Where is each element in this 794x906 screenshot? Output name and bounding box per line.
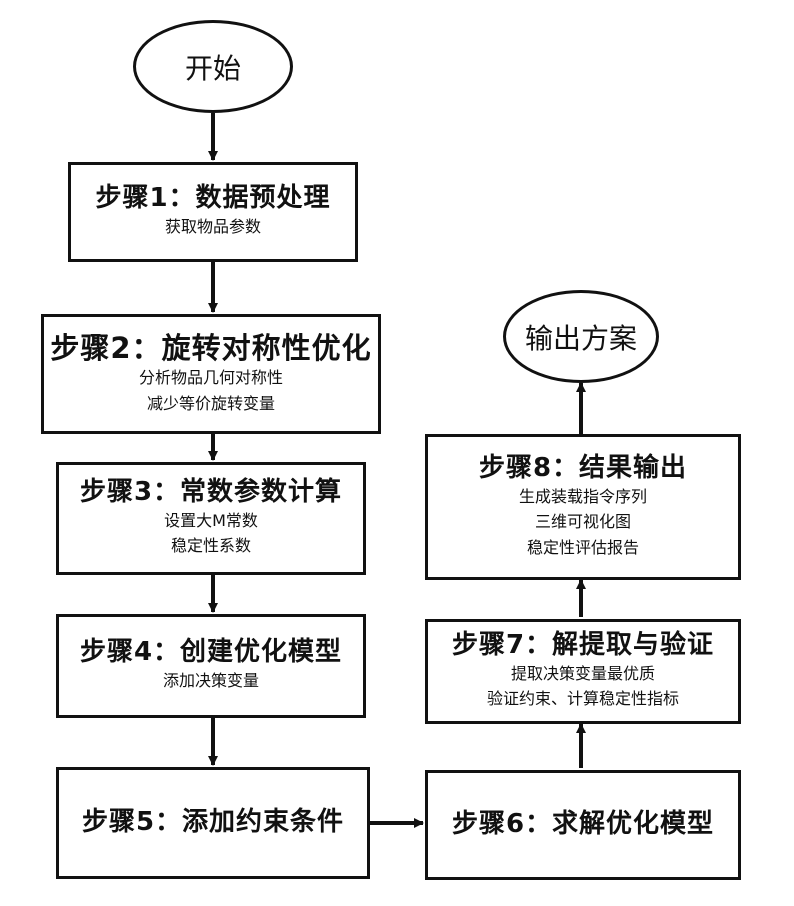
step4-title: 步骤4：创建优化模型 bbox=[80, 638, 342, 668]
step8-line2: 三维可视化图 bbox=[535, 509, 631, 535]
end-node: 输出方案 bbox=[503, 290, 659, 383]
step7-title: 步骤7：解提取与验证 bbox=[452, 631, 714, 661]
step3-title: 步骤3：常数参数计算 bbox=[80, 478, 342, 508]
step3-box: 步骤3：常数参数计算 设置大M常数 稳定性系数 bbox=[56, 462, 366, 575]
step3-line2: 稳定性系数 bbox=[171, 533, 251, 559]
end-label: 输出方案 bbox=[525, 317, 637, 357]
step8-line1: 生成装载指令序列 bbox=[519, 484, 647, 510]
step4-line1: 添加决策变量 bbox=[163, 668, 259, 694]
step8-box: 步骤8：结果输出 生成装载指令序列 三维可视化图 稳定性评估报告 bbox=[425, 434, 741, 580]
step6-box: 步骤6：求解优化模型 bbox=[425, 770, 741, 880]
step2-box: 步骤2：旋转对称性优化 分析物品几何对称性 减少等价旋转变量 bbox=[41, 314, 381, 434]
step1-title: 步骤1：数据预处理 bbox=[95, 184, 330, 214]
step8-title: 步骤8：结果输出 bbox=[479, 454, 687, 484]
start-node: 开始 bbox=[133, 20, 293, 113]
step7-box: 步骤7：解提取与验证 提取决策变量最优质 验证约束、计算稳定性指标 bbox=[425, 619, 741, 724]
step1-line1: 获取物品参数 bbox=[165, 214, 261, 240]
step6-title: 步骤6：求解优化模型 bbox=[452, 810, 714, 840]
step7-line1: 提取决策变量最优质 bbox=[511, 661, 655, 687]
step1-box: 步骤1：数据预处理 获取物品参数 bbox=[68, 162, 358, 262]
step3-line1: 设置大M常数 bbox=[164, 508, 258, 534]
step7-line2: 验证约束、计算稳定性指标 bbox=[487, 686, 679, 712]
step2-line2: 减少等价旋转变量 bbox=[147, 391, 275, 417]
step2-line1: 分析物品几何对称性 bbox=[139, 365, 283, 391]
start-label: 开始 bbox=[185, 47, 241, 87]
step8-line3: 稳定性评估报告 bbox=[527, 535, 639, 561]
step2-title: 步骤2：旋转对称性优化 bbox=[50, 332, 371, 365]
step4-box: 步骤4：创建优化模型 添加决策变量 bbox=[56, 614, 366, 718]
step5-title: 步骤5：添加约束条件 bbox=[82, 808, 344, 838]
step5-box: 步骤5：添加约束条件 bbox=[56, 767, 370, 879]
